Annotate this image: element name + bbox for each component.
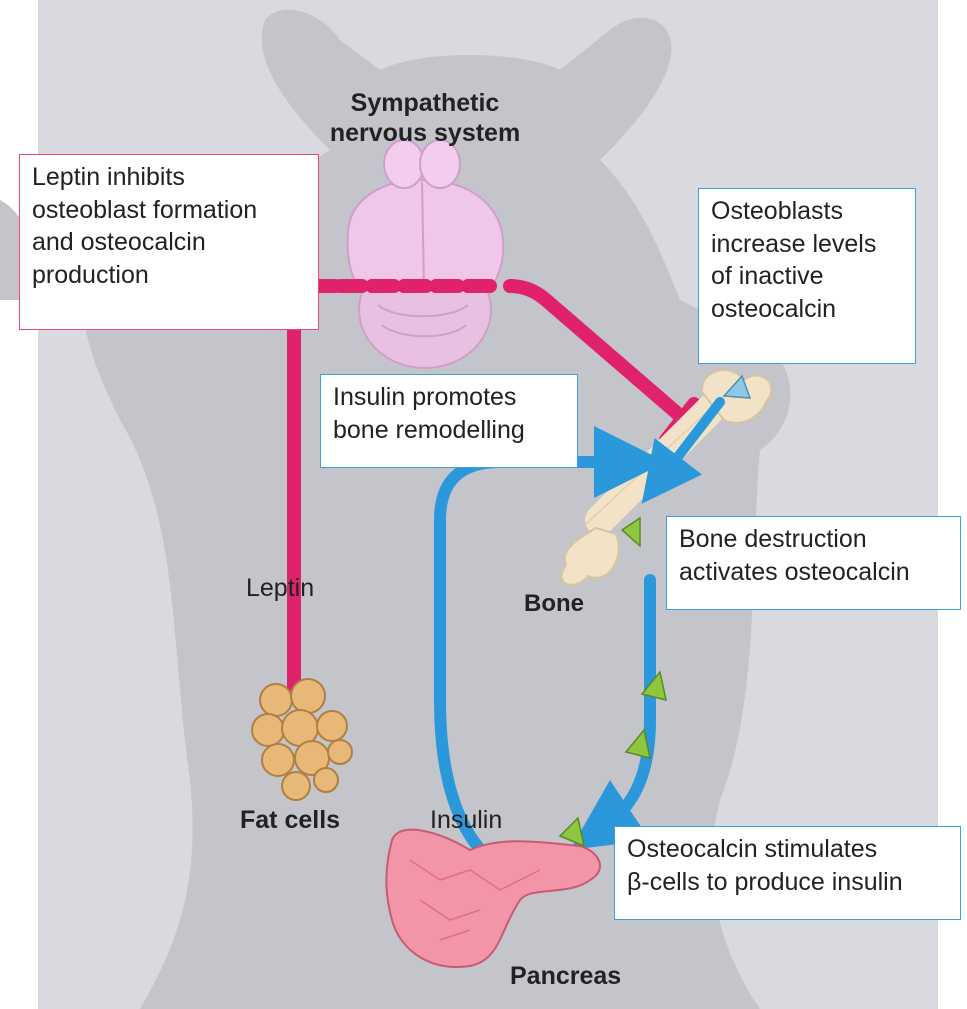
callout-osteocalcin-stimulates-line1: Osteocalcin stimulates — [627, 833, 948, 866]
callout-osteoblasts-line1: Osteoblasts — [711, 195, 903, 228]
callout-osteoblasts: Osteoblasts increase levels of inactive … — [698, 188, 916, 364]
callout-osteoblasts-line3: of inactive — [711, 260, 903, 293]
callout-leptin-inhibits-line2: osteoblast formation — [32, 194, 306, 227]
label-fat-cells: Fat cells — [240, 806, 340, 835]
callout-leptin-inhibits-line3: and osteocalcin — [32, 226, 306, 259]
callout-insulin-promotes-line2: bone remodelling — [333, 414, 565, 447]
callout-bone-destruction-line2: activates osteocalcin — [679, 556, 948, 589]
label-insulin: Insulin — [430, 806, 502, 835]
callout-osteocalcin-stimulates: Osteocalcin stimulates β-cells to produc… — [614, 826, 961, 920]
callout-osteoblasts-line2: increase levels — [711, 228, 903, 261]
callout-osteoblasts-line4: osteocalcin — [711, 293, 903, 326]
label-pancreas: Pancreas — [510, 962, 621, 991]
label-sympathetic-line1: Sympathetic — [315, 88, 535, 118]
callout-osteocalcin-stimulates-line2: β-cells to produce insulin — [627, 866, 948, 899]
callout-leptin-inhibits: Leptin inhibits osteoblast formation and… — [19, 154, 319, 330]
label-leptin: Leptin — [246, 574, 314, 603]
callout-insulin-promotes-line1: Insulin promotes — [333, 381, 565, 414]
label-sympathetic-line2: nervous system — [315, 118, 535, 148]
callout-bone-destruction: Bone destruction activates osteocalcin — [666, 516, 961, 610]
callout-leptin-inhibits-line4: production — [32, 259, 306, 292]
label-bone: Bone — [524, 590, 584, 618]
callout-bone-destruction-line1: Bone destruction — [679, 523, 948, 556]
callout-leptin-inhibits-line1: Leptin inhibits — [32, 161, 306, 194]
callout-insulin-promotes: Insulin promotes bone remodelling — [320, 374, 578, 468]
